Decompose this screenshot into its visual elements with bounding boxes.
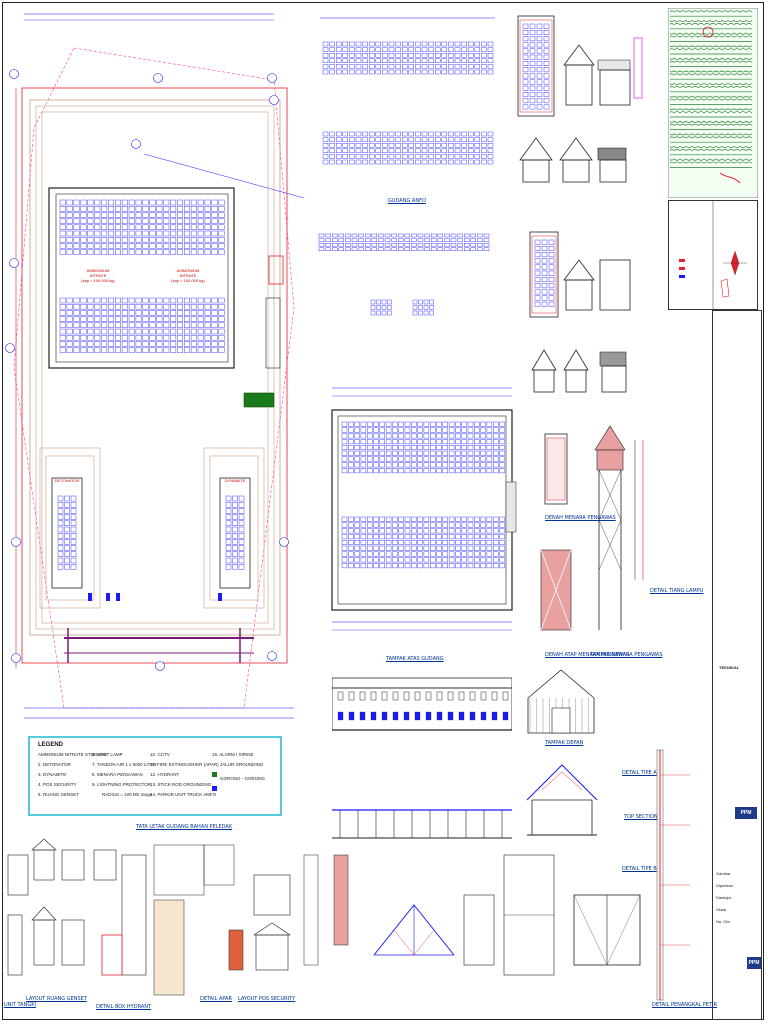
caption-gudang-top: GUDANG ANFO [388, 198, 426, 204]
legend-item: 4. POS SECURITY [38, 782, 77, 787]
caption-detail-tiang: DETAIL TIANG LAMPU [650, 588, 704, 594]
room-label-dynamite: DYNAMITE [224, 478, 246, 483]
location-map [668, 8, 758, 198]
warehouse-floor-plan [331, 387, 517, 631]
caption-layout-genset: LAYOUT RUANG GENSET [26, 996, 87, 1002]
title-block-row: Gambar [716, 871, 731, 876]
lightning-protector-pole [656, 749, 690, 1001]
legend-item: 7. TANDON AIR 1 x 5000 LITER [92, 762, 157, 767]
caption-tampak-menara: TAMPAK MENARA PENGAWAS [590, 652, 663, 658]
caption-detail-penangkal: DETAIL PENANGKAL PETIR [652, 1002, 718, 1008]
caption-gudang-front: TAMPAK DEPAN [545, 740, 584, 746]
legend-title: LEGEND [38, 742, 64, 748]
caption-denah-menara: DENAH MENARA PENGAWAS [545, 515, 616, 521]
caption-detail-apar: DETAIL APAR [200, 996, 232, 1002]
legend-item: 3. DYNAMITE [38, 772, 67, 777]
caption-unit-tangki: UNIT TANGKI [4, 1002, 36, 1008]
warehouse-section-long [332, 809, 512, 839]
title-block-row: Skala [716, 907, 727, 912]
room-label-detonator: DETONATOR [54, 478, 80, 483]
legend-item: 12. HYDRANT [150, 772, 180, 777]
caption-detail-tipe-a: DETAIL TIPE A [622, 770, 657, 776]
legend-item: AMMONIUM NITRATE STORAGE [38, 752, 107, 757]
title-block-row: Disetujui [716, 895, 732, 900]
caption-denah-atap: DENAH ATAP MENARA PENGAWAS [545, 652, 630, 658]
site-plan [5, 13, 305, 719]
warehouse-section-cross [526, 764, 598, 836]
company-logo-bottom: PPM [747, 957, 761, 969]
caption-layout-pos: LAYOUT POS SECURITY [238, 996, 296, 1002]
caption-detail-box: DETAIL BOX HYDRANT [96, 1004, 152, 1010]
caption-top-section: TOP SECTION [624, 814, 658, 820]
legend-item: 14. PARKIR UNIT TRUCK AMFO [150, 792, 217, 797]
small-building-details [517, 15, 643, 393]
bottom-details [7, 838, 641, 996]
legend-item: GORONG - GORONG [220, 776, 265, 781]
legend-item: JALUR GROUNDING [220, 762, 264, 767]
company-logo: PPM [735, 807, 757, 819]
title-block-row: Diperiksa [716, 883, 733, 888]
title-block-row: No. Gbr [716, 919, 731, 924]
watchtower-details [540, 425, 644, 631]
title-block-company: TEKNIKAL [719, 665, 740, 670]
map-legend-block [668, 200, 758, 310]
legend-item: 15. ALARM / SIRINE [212, 752, 254, 757]
legend-item: 9. LIGHTNING PROTECTOR [92, 782, 151, 787]
room-label-an-left: AMMONIUM NITRATE (kap = 100.000 kg) [81, 268, 115, 283]
legend-item: 6. SPOT LAMP [92, 752, 123, 757]
legend-item: 11. FIRE EXTINGUISHER (APAR) [150, 762, 219, 767]
legend-item: 13. STICK ROD GROUNDING [150, 782, 212, 787]
room-label-an-right: AMMONIUM NITRATE (kap = 100.000 kg) [171, 268, 205, 283]
caption-gudang-floor: TAMPAK ATAS GUDANG [386, 656, 444, 662]
culvert-swatch [212, 786, 217, 791]
caption-tata-letak: TATA LETAK GUDANG BAHAN PELEDAK [136, 824, 233, 830]
warehouse-elevation-side [332, 677, 512, 731]
legend-item: 2. DETONATOR [38, 762, 71, 767]
legend-item: RADIUS = 100 Mtr range [102, 792, 153, 797]
grounding-swatch [212, 772, 217, 777]
legend-item: 8. MENARA PENGAWAS [92, 772, 143, 777]
warehouse-elevation-front [527, 669, 595, 734]
legend-item: 5. RUANG GENSET [38, 792, 80, 797]
caption-detail-tipe-b: DETAIL TIPE B [622, 866, 657, 872]
warehouse-rack-plans [318, 17, 495, 316]
legend-box: LEGEND AMMONIUM NITRATE STORAGE 2. DETONA… [28, 736, 282, 816]
legend-item: 10. CCTV [150, 752, 170, 757]
